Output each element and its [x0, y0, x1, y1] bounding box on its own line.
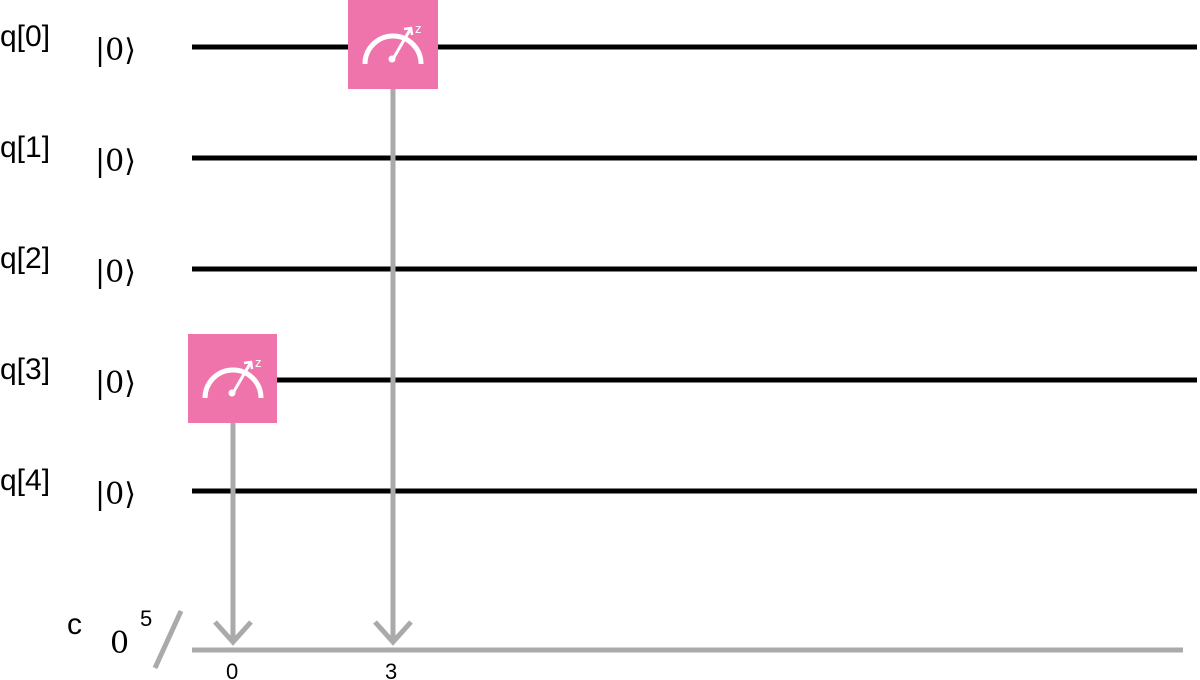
- qubit-label-4: q[4]: [0, 464, 50, 497]
- bus-slash: [152, 609, 184, 670]
- classical-init: 0: [110, 626, 129, 661]
- measure-basis-label: z: [415, 21, 422, 36]
- meter-needle: [231, 361, 253, 394]
- qubit-init-0: |0⟩: [95, 33, 136, 68]
- meter-needle-tip: [243, 360, 254, 370]
- bit-index-label: 3: [385, 659, 397, 680]
- initial-states: |0⟩ |0⟩ |0⟩ |0⟩ |0⟩: [95, 33, 136, 512]
- meter-needle-tip: [403, 26, 414, 36]
- qubit-label-0: q[0]: [0, 20, 50, 53]
- qubit-init-2: |0⟩: [95, 255, 136, 290]
- qubit-label-3: q[3]: [0, 353, 50, 386]
- qubit-labels: q[0] q[1] q[2] q[3] q[4]: [0, 20, 50, 497]
- classical-label: c: [67, 608, 82, 641]
- measure-gate[interactable]: [348, 0, 438, 89]
- qubit-init-3: |0⟩: [95, 366, 136, 401]
- meter-pivot: [228, 389, 236, 397]
- meter-needle: [391, 27, 413, 60]
- measure-arrow-head: [213, 620, 253, 646]
- measurement-q0[interactable]: z 3: [348, 0, 438, 680]
- qubit-init-1: |0⟩: [95, 144, 136, 179]
- measure-arrow-head: [373, 620, 413, 646]
- classical-size: 5: [140, 606, 152, 631]
- qubit-label-1: q[1]: [0, 131, 50, 164]
- meter-icon: [362, 33, 424, 65]
- measure-gate[interactable]: [188, 334, 277, 423]
- bit-index-label: 0: [226, 659, 238, 680]
- measure-basis-label: z: [255, 355, 262, 370]
- classical-register: c 0 5: [67, 606, 1183, 670]
- meter-pivot: [388, 55, 396, 63]
- meter-icon: [202, 367, 264, 399]
- measurement-q3[interactable]: z 0: [188, 334, 277, 680]
- qubit-wires: [192, 44, 1197, 494]
- qubit-init-4: |0⟩: [95, 477, 136, 512]
- qubit-label-2: q[2]: [0, 242, 50, 275]
